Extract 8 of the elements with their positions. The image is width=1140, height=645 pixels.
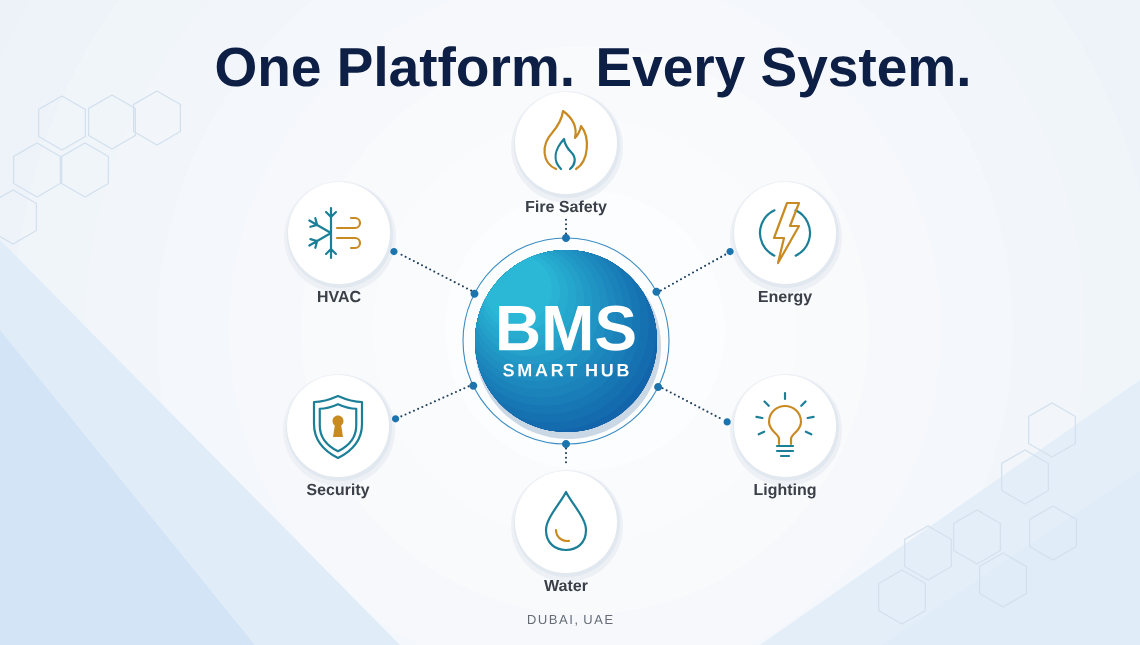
system-label: Water <box>544 580 588 592</box>
title: One Platform. Every System. <box>216 46 968 98</box>
footer-text: DUBAI, UAE <box>528 615 613 626</box>
system-label: Fire Safety <box>526 200 607 216</box>
system-label: Lighting <box>754 483 816 499</box>
system-label: Security <box>306 483 370 499</box>
system-label: HVAC <box>318 290 361 303</box>
system-label: Energy <box>758 291 813 306</box>
